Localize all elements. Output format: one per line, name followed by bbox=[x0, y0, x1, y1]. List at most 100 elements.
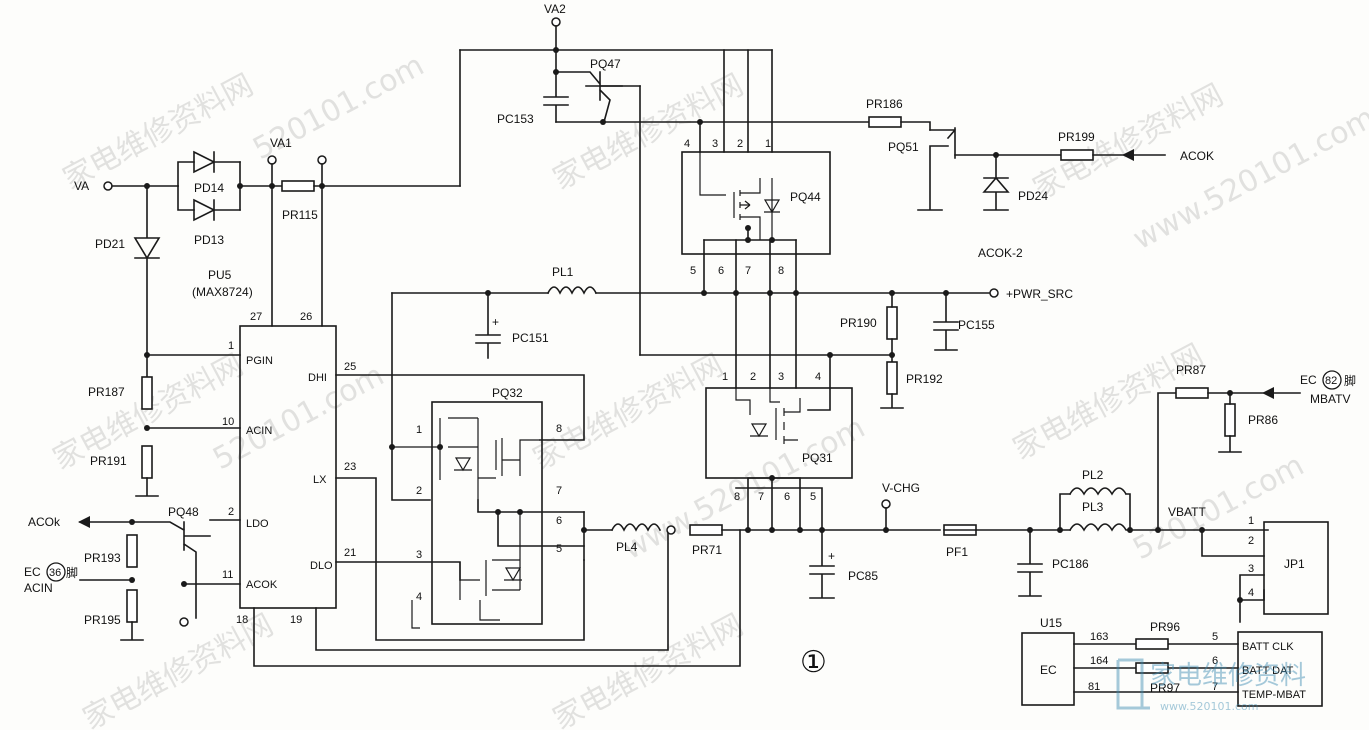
pq31-pin8: 8 bbox=[734, 491, 740, 503]
acok-out-label: ACOk bbox=[28, 515, 61, 529]
pu5-pin21: 21 bbox=[344, 547, 356, 559]
pu5-part-label: (MAX8724) bbox=[192, 285, 253, 299]
pq31-pin5: 5 bbox=[810, 491, 816, 503]
top-switch-section: VA2 PC153 PQ47 PQ44 4 3 2 1 5 6 7 bbox=[459, 2, 1214, 356]
pq32-pin2: 2 bbox=[416, 485, 422, 497]
pr193-label: PR193 bbox=[84, 551, 121, 565]
pu5-pin11: 11 bbox=[222, 569, 233, 581]
pq32-body bbox=[431, 401, 543, 625]
pf1-label: PF1 bbox=[946, 545, 968, 559]
pr187-label: PR187 bbox=[88, 385, 125, 399]
pu5-pin23: 23 bbox=[344, 461, 356, 473]
pr195-label: PR195 bbox=[84, 613, 121, 627]
pu5-pin26: 26 bbox=[300, 311, 312, 323]
pq44-pin1: 1 bbox=[765, 138, 771, 150]
pl2-label: PL2 bbox=[1082, 468, 1104, 482]
ec82-jiao: 脚 bbox=[1344, 373, 1356, 388]
ec36-label: EC bbox=[24, 565, 41, 579]
pq32-pin5: 5 bbox=[556, 543, 562, 555]
pq47-label: PQ47 bbox=[590, 57, 621, 71]
watermark-logo-cn: 家电维修资料 bbox=[1150, 661, 1306, 691]
acok-sense-section: PR187 PR191 PQ48 ACOk PR193 PR195 EC 36 … bbox=[24, 376, 211, 641]
pc186-label: PC186 bbox=[1052, 557, 1089, 571]
watermark-text: 家电维修资料网 bbox=[57, 68, 259, 197]
pr186-label: PR186 bbox=[866, 97, 903, 111]
watermark-text: 520101.com bbox=[1127, 448, 1310, 567]
figure-number: ① bbox=[800, 645, 827, 680]
pq44-body bbox=[681, 151, 831, 255]
ec82-label: EC bbox=[1300, 373, 1317, 387]
pu5-pin25: 25 bbox=[344, 361, 356, 373]
pu5-dhi: DHI bbox=[308, 372, 327, 384]
pu5-controller: PU5 (MAX8724) 27 26 1 PGIN 10 ACIN 2 LDO… bbox=[144, 268, 741, 667]
pc155-label: PC155 bbox=[958, 318, 995, 332]
watermark-logo-url: www.520101.com bbox=[1160, 700, 1258, 713]
u15-label: U15 bbox=[1040, 616, 1062, 630]
pc85-label: PC85 bbox=[848, 569, 878, 583]
pr71-label: PR71 bbox=[692, 543, 722, 557]
pr192-label: PR192 bbox=[906, 372, 943, 386]
pq32-pin6: 6 bbox=[556, 515, 562, 527]
pq31-pin2: 2 bbox=[750, 371, 756, 383]
pu5-pin1: 1 bbox=[228, 340, 234, 352]
pq31-pin3: 3 bbox=[778, 371, 784, 383]
vbatt-label: VBATT bbox=[1168, 505, 1206, 519]
pq32-pin8: 8 bbox=[556, 423, 562, 435]
pd21-label: PD21 bbox=[95, 237, 125, 251]
u15-pin7: 7 bbox=[1212, 681, 1218, 693]
pq32-pin4: 4 bbox=[416, 591, 422, 603]
watermark-text: 家电维修资料网 bbox=[527, 348, 729, 477]
ec-chip-label: EC bbox=[1040, 663, 1057, 677]
batt-dat-label: BATT DAT bbox=[1242, 665, 1294, 677]
pq48-label: PQ48 bbox=[168, 505, 199, 519]
buck-section: PL1 +PWR_SRC + PC151 PQ32 1 2 3 4 8 7 6 … bbox=[389, 265, 1073, 629]
pq44-pin3: 3 bbox=[712, 138, 718, 150]
pu5-pin18: 18 bbox=[236, 614, 248, 626]
pq44-pin5: 5 bbox=[690, 265, 696, 277]
pq44-pin7: 7 bbox=[745, 265, 751, 277]
jp1-pin1: 1 bbox=[1248, 515, 1254, 527]
pq44-pin2: 2 bbox=[737, 138, 743, 150]
pu5-label: PU5 bbox=[208, 268, 232, 282]
ec82-number: 82 bbox=[1325, 375, 1337, 387]
pu5-lx: LX bbox=[313, 474, 327, 486]
pq32-label: PQ32 bbox=[492, 386, 523, 400]
jp1-pin4: 4 bbox=[1248, 587, 1254, 599]
pr96-label: PR96 bbox=[1150, 620, 1180, 634]
jp1-pin2: 2 bbox=[1248, 535, 1254, 547]
pu5-pgin: PGIN bbox=[246, 355, 273, 367]
va-label: VA bbox=[74, 179, 89, 193]
pq51-label: PQ51 bbox=[888, 140, 919, 154]
pq31-pin6: 6 bbox=[784, 491, 790, 503]
ec-interface: U15 EC PR96 PR97 163 164 81 5 6 7 BATT C… bbox=[1021, 616, 1323, 707]
u15-pin6: 6 bbox=[1212, 655, 1218, 667]
pl3-label: PL3 bbox=[1082, 500, 1104, 514]
pq44-pin4: 4 bbox=[684, 138, 690, 150]
pq31-pin7: 7 bbox=[758, 491, 764, 503]
watermark-text: 家电维修资料网 bbox=[547, 68, 749, 197]
pl1-label: PL1 bbox=[552, 265, 574, 279]
pc153-label: PC153 bbox=[497, 112, 534, 126]
pc85-plus: + bbox=[828, 549, 835, 563]
temp-mbat-label: TEMP-MBAT bbox=[1242, 689, 1306, 701]
va1-label: VA1 bbox=[270, 136, 292, 150]
pc151-plus: + bbox=[492, 315, 499, 329]
pq32-pin1: 1 bbox=[416, 424, 422, 436]
battery-connector-body bbox=[1237, 631, 1323, 707]
input-section: VA PD14 PD13 VA1 PR115 PD21 bbox=[74, 136, 461, 378]
pu5-dlo: DLO bbox=[310, 560, 333, 572]
pu5-pin19: 19 bbox=[290, 614, 302, 626]
u15-pin163: 163 bbox=[1090, 631, 1108, 643]
pd13-label: PD13 bbox=[194, 233, 224, 247]
pr191-label: PR191 bbox=[90, 454, 127, 468]
pc151-label: PC151 bbox=[512, 331, 549, 345]
va2-label: VA2 bbox=[544, 2, 566, 16]
battery-section: PF1 PC186 PL2 PL3 VBATT JP1 1 2 3 4 PR87… bbox=[943, 363, 1356, 623]
pq31-pin4: 4 bbox=[815, 371, 821, 383]
acok-input-label: ACOK bbox=[1180, 149, 1214, 163]
output-section: PL4 PR71 PQ31 1 2 3 4 8 7 6 5 + PC85 bbox=[583, 290, 995, 599]
jp1-body bbox=[1263, 521, 1329, 615]
u15-pin164: 164 bbox=[1090, 655, 1108, 667]
